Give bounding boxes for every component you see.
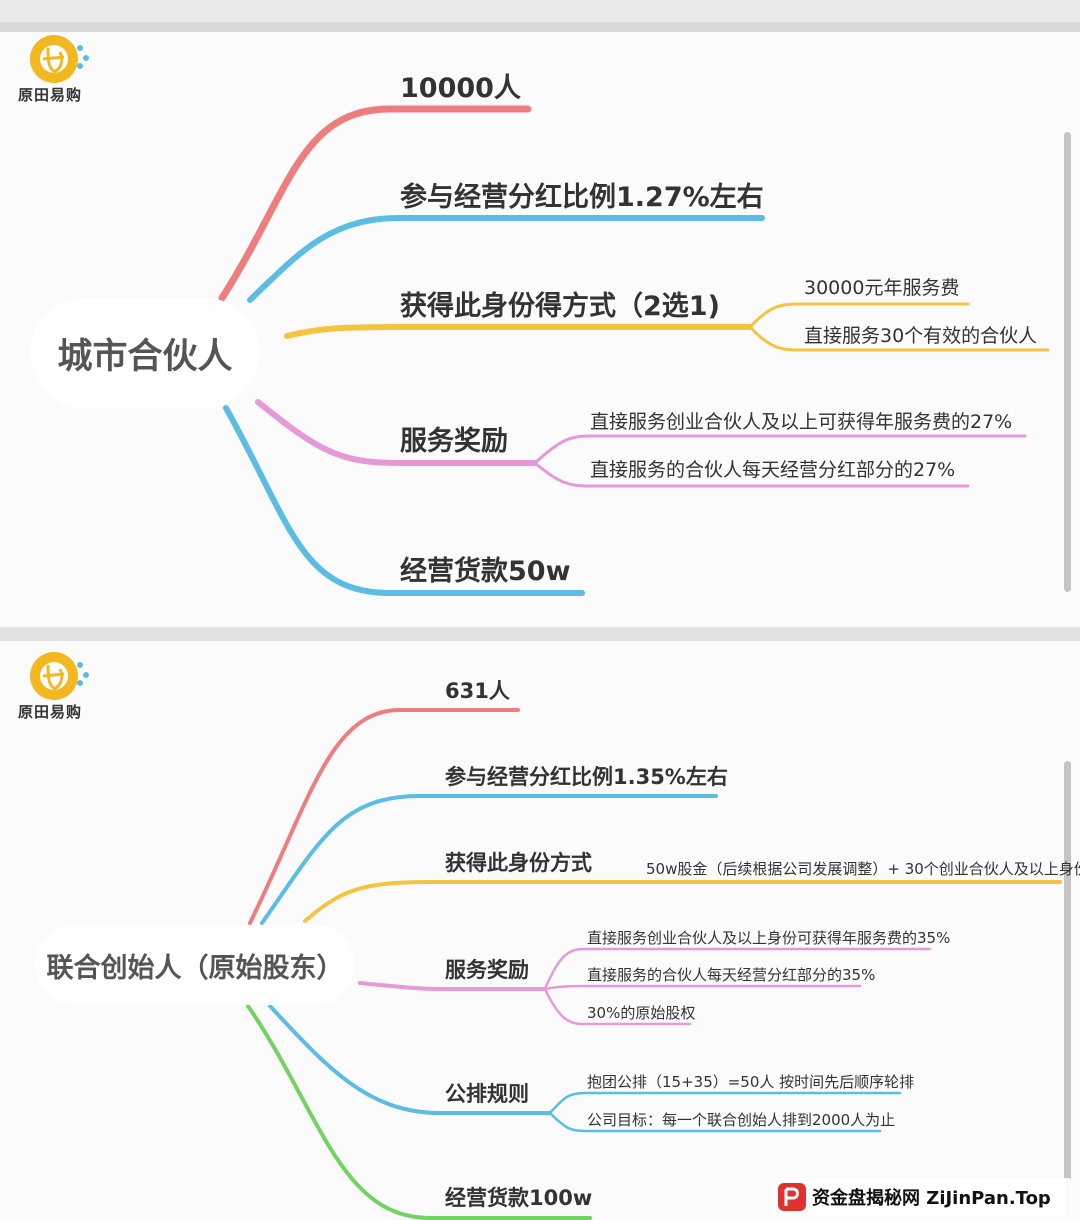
- branch-acquire-method: 获得此身份得方式（2选1): [400, 291, 720, 322]
- connector-loan-50w: [223, 405, 585, 596]
- connector-10000: [218, 105, 532, 302]
- connector-direct-30: [748, 325, 1050, 352]
- connector-reward-35-fee: [543, 947, 932, 991]
- connector-631: [248, 708, 520, 925]
- leaf-reward-27-fee: 直接服务创业合伙人及以上可获得年服务费的27%: [590, 411, 1013, 433]
- connector-company-target: [548, 1111, 882, 1133]
- watermark: 资金盘揭秘网 ZiJinPan.Top: [772, 1178, 1072, 1216]
- connector-reward-35-dividend: [543, 984, 862, 991]
- leaf-30000-fee: 30000元年服务费: [804, 277, 960, 299]
- leaf-reward-35-dividend: 直接服务的合伙人每天经营分红部分的35%: [587, 966, 876, 984]
- connector-reward-27-dividend: [533, 461, 970, 488]
- leaf-equity-50w: 50w股金（后续根据公司发展调整）+ 30个创业合伙人及以上身份: [646, 860, 1080, 878]
- connector-dividend-ratio: [260, 794, 718, 925]
- panel-divider: [0, 627, 1080, 641]
- logo: 原田易购: [18, 32, 96, 104]
- branch-loan-50w: 经营货款50w: [400, 556, 571, 587]
- mindmap-co-founder: 原田易购 联合创始人（原始股东） 631人 参与经营分红比例1.35%左右 获得…: [0, 641, 1080, 1220]
- watermark-logo-icon: [778, 1183, 806, 1211]
- leaf-reward-35-fee: 直接服务创业合伙人及以上身份可获得年服务费的35%: [587, 929, 951, 947]
- branch-loan-100w: 经营货款100w: [445, 1186, 593, 1210]
- connector-queue-rule: [268, 1004, 552, 1115]
- leaf-group-queue: 抱团公排（15+35）=50人 按时间先后顺序轮排: [587, 1073, 915, 1091]
- branch-dividend-ratio: 参与经营分红比例1.35%左右: [445, 765, 728, 789]
- logo-icon: [30, 35, 89, 83]
- branch-service-reward: 服务奖励: [445, 958, 529, 982]
- scrollbar[interactable]: [1064, 132, 1071, 592]
- logo: 原田易购: [18, 649, 96, 721]
- connector-group-queue: [548, 1091, 902, 1115]
- branch-10000: 10000人: [400, 73, 521, 104]
- connector-acquire-method: [303, 880, 1062, 923]
- connector-service-reward: [358, 981, 547, 991]
- root-node: 联合创始人（原始股东）: [35, 925, 355, 1005]
- leaf-reward-27-dividend: 直接服务的合伙人每天经营分红部分的27%: [590, 459, 956, 481]
- connector-30000-fee: [748, 302, 970, 329]
- connector-original-equity: [543, 987, 692, 1026]
- leaf-company-target: 公司目标：每一个联合创始人排到2000人为止: [587, 1111, 896, 1129]
- scrollbar[interactable]: [1064, 761, 1071, 1216]
- root-node: 城市合伙人: [30, 298, 260, 408]
- watermark-text: 资金盘揭秘网 ZiJinPan.Top: [812, 1188, 1051, 1209]
- connector-loan-100w: [246, 1004, 592, 1220]
- logo-text: 原田易购: [18, 86, 83, 104]
- leaf-direct-30: 直接服务30个有效的合伙人: [804, 325, 1038, 347]
- mindmap-connectors: [246, 708, 1062, 1220]
- panel-top-border: [0, 22, 1080, 32]
- connector-dividend-ratio: [247, 215, 765, 303]
- logo-icon: [30, 652, 89, 700]
- connector-acquire-method: [284, 324, 753, 339]
- branch-service-reward: 服务奖励: [400, 426, 508, 457]
- connector-reward-27-fee: [533, 434, 1027, 465]
- connector-service-reward: [255, 399, 538, 466]
- mindmap-city-partner: 原田易购 城市合伙人 10000人 参与经营分红比例1.27%左右 获得此身份得…: [0, 22, 1080, 627]
- branch-631: 631人: [445, 679, 510, 703]
- branch-acquire-method: 获得此身份方式: [445, 851, 592, 875]
- leaf-original-equity: 30%的原始股权: [587, 1004, 696, 1022]
- branch-queue-rule: 公排规则: [445, 1082, 529, 1106]
- mindmap-connectors: [218, 105, 1050, 596]
- logo-text: 原田易购: [18, 703, 83, 721]
- branch-dividend-ratio: 参与经营分红比例1.27%左右: [400, 182, 764, 213]
